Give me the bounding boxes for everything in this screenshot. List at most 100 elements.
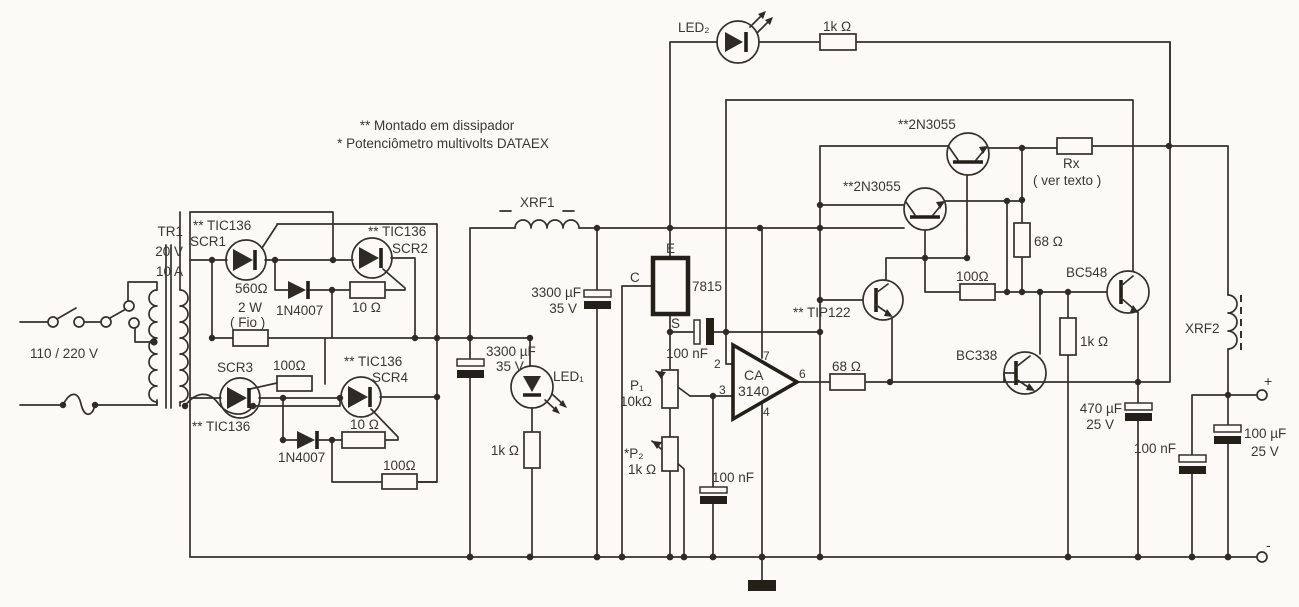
c2-volts: 35 V (496, 359, 524, 374)
c470-volts: 25 V (1086, 417, 1114, 432)
pot-p1 (656, 369, 679, 409)
xrf1-label: XRF1 (520, 195, 555, 210)
cap-3300uf-right (583, 289, 612, 309)
rx-note: ( ver texto ) (1033, 173, 1101, 188)
transistor-bc338 (1003, 351, 1047, 395)
transformer-tr1 (148, 289, 189, 406)
r1k-bc-label: 1k Ω (1080, 334, 1108, 349)
c470-label: 470 µF (1080, 401, 1122, 416)
note-pot: * Potenciômetro multivolts DATAEX (337, 136, 549, 151)
pin2: 2 (714, 357, 721, 371)
r100a-label: 100Ω (273, 358, 306, 373)
primary-tap-node (150, 338, 158, 346)
text-labels: ** Montado em dissipador * Potenciômetro… (30, 19, 1286, 553)
cap-100nf-bottom (699, 486, 728, 504)
scr1-tic136 (225, 239, 267, 281)
c100u-volts: 25 V (1251, 444, 1279, 459)
led1 (510, 365, 567, 414)
p1-label: P₁ (630, 378, 644, 393)
c100u-label: 100 µF (1244, 426, 1286, 441)
diode-1n4007-top (288, 281, 310, 299)
scr1-label: SCR1 (190, 234, 226, 249)
pot-p2 (652, 436, 679, 472)
mains-voltage: 110 / 220 V (30, 346, 98, 361)
led2 (716, 11, 773, 64)
scr2-tic136 (351, 237, 393, 279)
c100b-label: 100 nF (712, 470, 754, 485)
r10a-label: 10 Ω (352, 300, 381, 315)
opamp-line1: CA (744, 367, 764, 383)
transistor-2n3055-q1 (946, 132, 990, 176)
d1-label: 1N4007 (276, 303, 323, 318)
resistor-100-bottom (381, 473, 418, 490)
opamp-ca3140 (731, 341, 801, 423)
pin6: 6 (799, 367, 806, 381)
scr3-type: ** TIC136 (192, 419, 250, 434)
tr1-label: TR1 (157, 224, 183, 239)
r100c-label: 100Ω (956, 269, 989, 284)
resistor-10-bottom (341, 431, 386, 449)
d2-label: 1N4007 (278, 450, 325, 465)
scr4-type: ** TIC136 (344, 354, 402, 369)
resistor-1k-led2 (819, 33, 857, 51)
diode-1n4007-bottom (297, 431, 319, 449)
pin7: 7 (763, 349, 770, 363)
pin-e: E (666, 241, 675, 256)
tr1-amps: 10 A (156, 264, 183, 279)
inductor-xrf1 (514, 219, 580, 229)
plus-terminal-label: + (1264, 373, 1272, 389)
c1-label: 3300 µF (531, 285, 581, 300)
p1-value: 10kΩ (620, 394, 652, 409)
p2-label: *P₂ (624, 446, 644, 461)
mains-switch (47, 300, 140, 329)
tip122-label: ** TIP122 (793, 305, 851, 320)
resistor-68-output (829, 373, 866, 391)
scr3-tic136 (219, 377, 261, 419)
cap-100nf-series (693, 318, 714, 345)
r560-fio: ( Fio ) (230, 315, 265, 330)
cap-470uf (1124, 402, 1153, 421)
rx-label: Rx (1063, 156, 1080, 171)
cap-100uf (1213, 424, 1242, 444)
wires (19, 41, 1257, 581)
transistor-bc548 (1106, 270, 1150, 314)
chip-7815: 7815 (692, 279, 722, 294)
transistor-tip122 (862, 279, 904, 321)
fuse-node (59, 401, 67, 409)
c100s-label: 100 nF (666, 346, 708, 361)
inductor-xrf2 (1227, 294, 1242, 351)
led2-label: LED₂ (678, 20, 710, 35)
resistor-100-mid (276, 375, 313, 392)
xrf2-label: XRF2 (1185, 321, 1220, 336)
resistor-100-driver (959, 283, 996, 301)
r1k-led1-label: 1k Ω (491, 443, 519, 458)
ground-symbol (748, 580, 776, 591)
r560-label: 560Ω (235, 281, 268, 296)
junction-dots (181, 142, 1232, 561)
cap-100nf-right (1178, 454, 1207, 474)
scr2-type: ** TIC136 (368, 224, 426, 239)
r100b-label: 100Ω (383, 458, 416, 473)
tr1-volts: 20 V (155, 244, 183, 259)
resistor-560 (232, 329, 269, 347)
pin4: 4 (763, 405, 770, 419)
led1-label: LED₁ (553, 369, 584, 384)
resistor-1k-bc548 (1059, 317, 1077, 356)
resistor-68-vertical (1013, 222, 1031, 258)
cap-3300uf-left (456, 358, 485, 378)
positive-terminal (1256, 389, 1268, 401)
p2-value: 1k Ω (628, 462, 656, 477)
scr3-label: SCR3 (217, 360, 253, 375)
transistor-2n3055-q2 (903, 187, 947, 231)
scr1-type: ** TIC136 (193, 218, 251, 233)
c100n-label: 100 nF (1134, 441, 1176, 456)
note-heatsink: ** Montado em dissipador (360, 118, 515, 133)
scr4-label: SCR4 (372, 370, 409, 385)
scr2-label: SCR2 (392, 241, 428, 256)
pin-c: C (630, 270, 640, 285)
minus-terminal-label: - (1266, 537, 1271, 553)
bc548-label: BC548 (1066, 265, 1107, 280)
pin-s: S (671, 316, 680, 331)
